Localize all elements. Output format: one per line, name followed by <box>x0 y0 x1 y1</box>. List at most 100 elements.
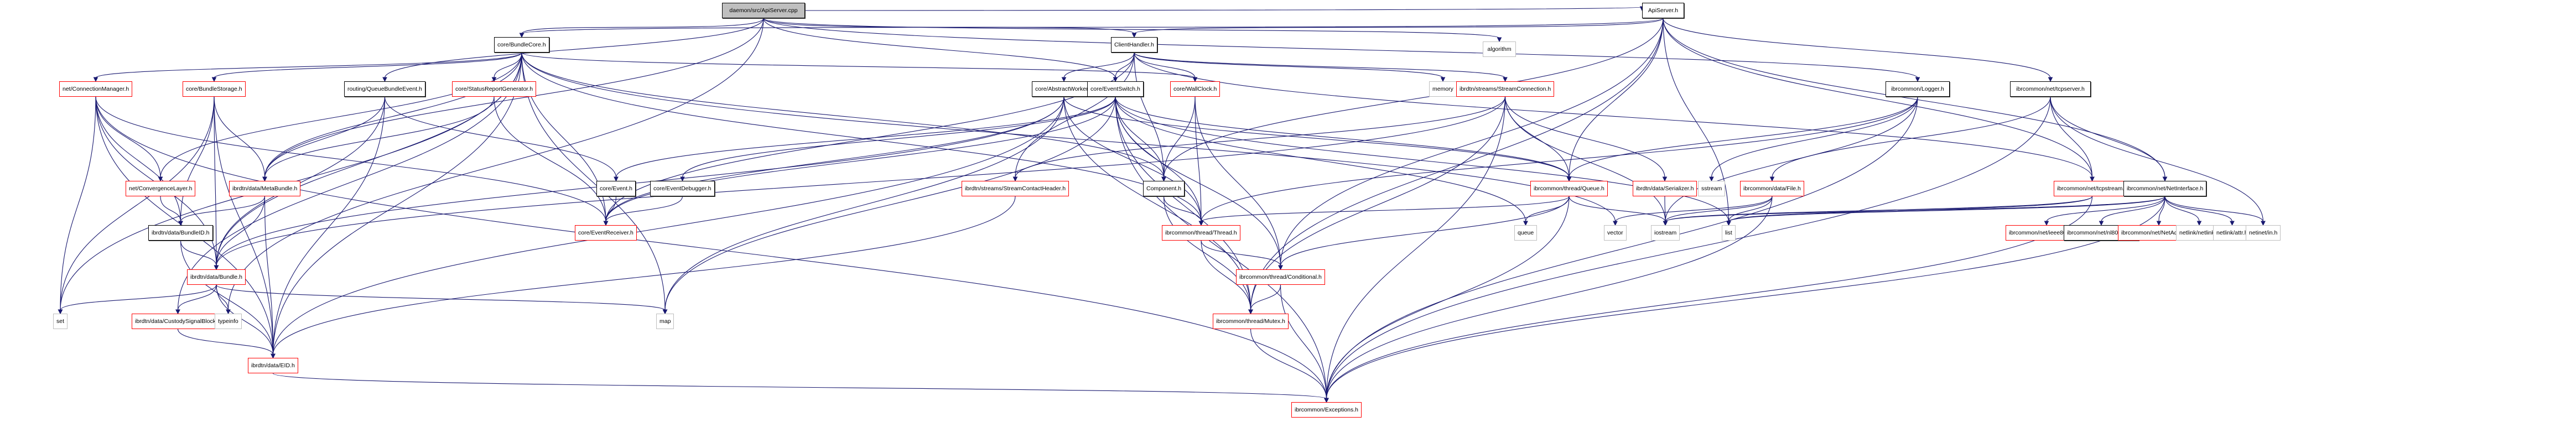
graph-node-label: core/EventDebugger.h <box>653 185 711 192</box>
graph-node-queuebundleevent[interactable]: routing/QueueBundleEvent.h <box>344 81 425 97</box>
graph-node-eid[interactable]: ibrdtn/data/EID.h <box>248 358 298 373</box>
edge-netinterface-to-list <box>1728 196 2165 222</box>
edge-bundlecore-to-convlayer <box>160 52 522 178</box>
edge-convlayer-to-bundleid <box>160 196 181 222</box>
arrowhead-icon <box>1663 221 1668 226</box>
graph-node-apiserver-h[interactable]: ApiServer.h <box>1642 3 1684 18</box>
graph-node-label: netlink/attr.h <box>2216 230 2248 236</box>
edge-abstractworker-to-eventreceiver <box>605 96 1064 222</box>
graph-node-label: ibrcommon/Logger.h <box>1891 86 1944 92</box>
graph-node-convlayer[interactable]: net/ConvergenceLayer.h <box>126 181 196 196</box>
graph-node-bundlestorage[interactable]: core/BundleStorage.h <box>183 81 246 97</box>
graph-node-tcpserver[interactable]: ibrcommon/net/tcpserver.h <box>2010 81 2091 97</box>
edge-abstractworker-to-bundle_h <box>216 96 1064 267</box>
graph-node-event[interactable]: core/Event.h <box>596 181 636 196</box>
graph-node-queue-h[interactable]: ibrcommon/thread/Queue.h <box>1530 181 1608 196</box>
graph-node-clienthandler[interactable]: ClientHandler.h <box>1111 37 1157 53</box>
edge-bundlestorage-to-set <box>60 96 215 311</box>
edge-apiserver_h-to-conditional <box>1280 18 1664 267</box>
graph-node-eventswitch[interactable]: core/EventSwitch.h <box>1087 81 1144 97</box>
graph-node-label: ibrdtn/data/BundleID.h <box>152 230 210 236</box>
edge-bundlestorage-to-bundleid <box>180 96 215 222</box>
graph-node-label: iostream <box>1654 230 1677 236</box>
edge-queue_h-to-thread_h <box>1201 196 1570 222</box>
arrowhead-icon <box>1503 77 1508 82</box>
arrowhead-icon <box>2099 221 2104 226</box>
graph-node-eventdebugger[interactable]: core/EventDebugger.h <box>650 181 715 196</box>
edge-conditional-to-mutex <box>1250 284 1281 311</box>
graph-node-component[interactable]: Component.h <box>1143 181 1185 196</box>
edge-root-to-apiserver_h <box>804 7 1643 11</box>
arrowhead-icon <box>1726 221 1731 226</box>
graph-node-abstractworker[interactable]: core/AbstractWorker.h <box>1032 81 1096 97</box>
graph-node-serializer[interactable]: ibrdtn/data/Serializer.h <box>1633 181 1697 196</box>
graph-node-label: memory <box>1432 86 1453 92</box>
graph-node-logger[interactable]: ibrcommon/Logger.h <box>1886 81 1950 97</box>
edge-clienthandler-to-streamconn <box>1134 52 1506 79</box>
arrowhead-icon <box>1061 77 1067 82</box>
graph-node-bundle-h[interactable]: ibrdtn/data/Bundle.h <box>187 269 246 285</box>
graph-node-statusreport[interactable]: core/StatusReportGenerator.h <box>452 81 537 97</box>
edge-streamconn-to-iostream <box>1504 96 1666 222</box>
graph-node-connmgr[interactable]: net/ConnectionManager.h <box>59 81 133 97</box>
edge-bundleid-to-bundle_h <box>180 240 217 267</box>
edge-tcpserver-to-netinet <box>2050 96 2264 222</box>
arrowhead-icon <box>680 176 685 182</box>
graph-node-attr: netlink/attr.h <box>2213 225 2251 241</box>
edge-tcpstream-to-list <box>1728 196 2093 222</box>
graph-node-bundleid[interactable]: ibrdtn/data/BundleID.h <box>148 225 213 241</box>
edge-mutex-to-exceptions <box>1250 329 1327 399</box>
edge-apiserver_h-to-mutex <box>1250 18 1664 311</box>
graph-node-list: list <box>1722 225 1736 241</box>
graph-node-wallclock[interactable]: core/WallClock.h <box>1170 81 1221 97</box>
graph-node-metabundle[interactable]: ibrdtn/data/MetaBundle.h <box>229 181 301 196</box>
edge-netinterface-to-nl802154 <box>2101 196 2165 222</box>
edge-clienthandler-to-eventswitch <box>1115 52 1135 79</box>
edge-eventswitch-to-eventdebugger <box>682 96 1116 178</box>
graph-node-file-h[interactable]: ibrcommon/data/File.h <box>1740 181 1804 196</box>
graph-node-iostream: iostream <box>1651 225 1680 241</box>
edge-bundlecore-to-custodysignal <box>177 52 522 311</box>
edge-bundlecore-to-wallclock <box>521 52 1196 79</box>
arrowhead-icon <box>1523 221 1528 226</box>
edge-statusreport-to-eventreceiver <box>494 96 606 222</box>
graph-node-label: ibrcommon/net/NetInterface.h <box>2127 185 2204 192</box>
graph-node-streamconn[interactable]: ibrdtn/streams/StreamConnection.h <box>1456 81 1555 97</box>
graph-node-thread-h[interactable]: ibrcommon/thread/Thread.h <box>1162 225 1240 241</box>
graph-node-exceptions[interactable]: ibrcommon/Exceptions.h <box>1291 402 1362 418</box>
edge-bundlecore-to-eid <box>272 52 522 355</box>
edge-root-to-metabundle <box>264 18 764 178</box>
edge-queuebundleevent-to-eid <box>272 96 386 355</box>
graph-node-root[interactable]: daemon/src/ApiServer.cpp <box>722 3 805 18</box>
arrowhead-icon <box>491 77 497 82</box>
graph-node-label: Component.h <box>1146 185 1182 192</box>
edge-streamconn-to-bundle_h <box>216 96 1506 267</box>
edge-netinterface-to-netaddress <box>2158 196 2165 222</box>
arrowhead-icon <box>271 353 276 359</box>
edge-bundle_h-to-eid <box>216 284 274 355</box>
edge-streamcontact-to-eid <box>272 196 1016 355</box>
graph-node-sstream: sstream <box>1698 181 1726 196</box>
arrowhead-icon <box>2261 221 2266 226</box>
graph-node-label: ibrcommon/thread/Mutex.h <box>1216 318 1285 325</box>
graph-node-eventreceiver[interactable]: core/EventReceiver.h <box>575 225 637 241</box>
graph-node-tcpstream[interactable]: ibrcommon/net/tcpstream.h <box>2054 181 2131 196</box>
graph-node-bundlecore[interactable]: core/BundleCore.h <box>494 37 549 53</box>
edge-root-to-logger <box>763 18 1918 79</box>
graph-node-conditional[interactable]: ibrcommon/thread/Conditional.h <box>1236 269 1325 285</box>
graph-node-label: core/EventReceiver.h <box>578 230 633 236</box>
graph-node-streamcontact[interactable]: ibrdtn/streams/StreamContactHeader.h <box>962 181 1069 196</box>
edge-eid-to-exceptions <box>272 373 1327 399</box>
arrowhead-icon <box>1709 176 1714 182</box>
graph-node-label: ibrcommon/net/tcpserver.h <box>2016 86 2085 92</box>
graph-node-netinterface[interactable]: ibrcommon/net/NetInterface.h <box>2123 181 2207 196</box>
edge-queue_h-to-exceptions <box>1326 196 1570 399</box>
graph-node-label: core/Event.h <box>600 185 632 192</box>
edge-abstractworker-to-thread_h <box>1063 96 1202 222</box>
edge-queue_h-to-queue <box>1525 196 1570 222</box>
arrowhead-icon <box>1566 176 1572 182</box>
graph-node-mutex[interactable]: ibrcommon/thread/Mutex.h <box>1213 314 1289 329</box>
graph-node-custodysignal[interactable]: ibrdtn/data/CustodySignalBlock.h <box>132 314 224 329</box>
graph-node-label: ApiServer.h <box>1648 7 1679 14</box>
edge-bundlecore-to-thread_h <box>521 52 1202 222</box>
